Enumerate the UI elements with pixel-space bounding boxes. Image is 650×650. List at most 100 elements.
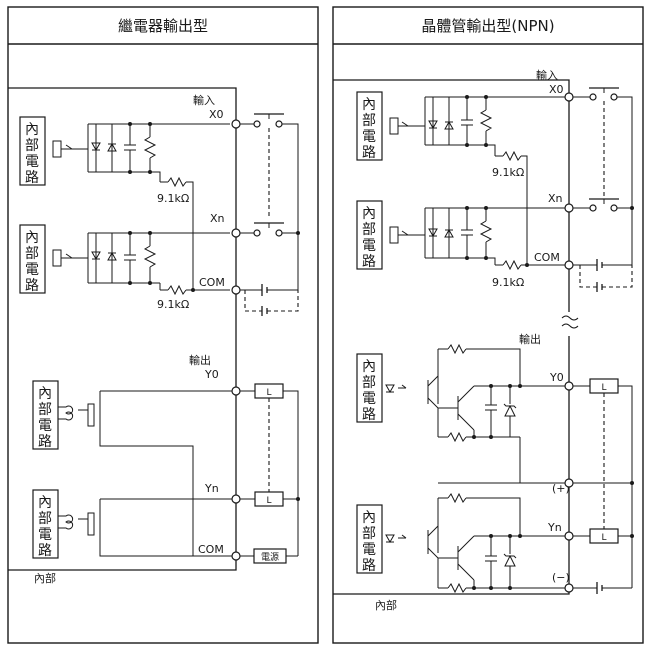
transistor-input-channel-xn: 內 部 電 路 9.1kΩ Xn COM xyxy=(356,192,565,289)
relay-terminal-x0[interactable] xyxy=(231,119,241,129)
svg-text:路: 路 xyxy=(25,278,39,294)
relay-input-channel-x0: 內 部 電 路 9.1kΩ 輸入 X0 xyxy=(19,93,230,290)
relay-internal-boundary: 內部 xyxy=(8,87,237,585)
svg-text:電: 電 xyxy=(362,542,376,558)
transistor-output-circuit-box-1 xyxy=(356,353,383,423)
phototransistor-icon xyxy=(52,249,62,267)
relay-yn-label: Yn xyxy=(204,482,219,495)
relay-panel-frame xyxy=(7,6,319,644)
transistor-minus-label: (−) xyxy=(552,571,570,584)
svg-text:路: 路 xyxy=(362,407,376,423)
svg-text:部: 部 xyxy=(362,526,376,542)
svg-text:部: 部 xyxy=(362,113,376,129)
relay-terminal-com-in[interactable] xyxy=(231,285,241,295)
relay-internal-label: 內部 xyxy=(34,571,56,585)
relay-load-label-1: L xyxy=(266,388,271,398)
relay-com-in-label: COM xyxy=(199,276,225,289)
relay-output-section: 輸出 Y0 Yn COM 內 部 電 路 內 部 電 路 L xyxy=(32,353,300,564)
svg-text:內: 內 xyxy=(25,230,39,246)
svg-text:內: 內 xyxy=(38,495,52,511)
phototransistor-icon xyxy=(389,117,399,135)
transistor-output-header: 輸出 xyxy=(519,332,541,346)
svg-text:電: 電 xyxy=(38,418,52,434)
svg-text:路: 路 xyxy=(38,543,52,559)
relay-terminal-xn[interactable] xyxy=(231,228,241,238)
svg-text:內: 內 xyxy=(362,510,376,526)
transistor-panel-title: 晶體管輸出型(NPN) xyxy=(421,17,554,35)
transistor-panel: 晶體管輸出型(NPN) xyxy=(332,6,644,644)
resistor-icon xyxy=(143,245,157,268)
relay-input-circuit-box-2 xyxy=(19,224,46,294)
transistor-terminal-xn[interactable] xyxy=(564,203,574,213)
svg-text:路: 路 xyxy=(38,434,52,450)
switch-icon xyxy=(589,204,597,212)
transistor-terminal-minus[interactable] xyxy=(564,583,574,593)
resistor-icon xyxy=(143,136,157,159)
svg-text:電: 電 xyxy=(38,527,52,543)
led-icon xyxy=(385,534,395,544)
transistor-xn-label: Xn xyxy=(548,192,563,205)
transistor-com-in-label: COM xyxy=(534,251,560,264)
svg-text:部: 部 xyxy=(25,246,39,262)
relay-resistor-label-2: 9.1kΩ xyxy=(157,298,189,311)
phototransistor-icon xyxy=(389,226,399,244)
transistor-terminal-yn[interactable] xyxy=(564,531,574,541)
relay-contact-icon xyxy=(87,403,95,427)
svg-text:部: 部 xyxy=(38,511,52,527)
relay-terminal-yn[interactable] xyxy=(231,494,241,504)
relay-output-circuit-box-1 xyxy=(32,380,59,450)
resistor-icon xyxy=(447,343,467,355)
relay-input-circuit-label-1: 內 xyxy=(25,122,39,138)
relay-contact-icon xyxy=(87,512,95,536)
svg-text:電: 電 xyxy=(362,391,376,407)
transistor-internal-label: 內部 xyxy=(375,598,397,612)
relay-com-out-label: COM xyxy=(198,543,224,556)
relay-load-label-2: L xyxy=(266,496,271,506)
svg-text:電: 電 xyxy=(25,262,39,278)
relay-y0-label: Y0 xyxy=(204,368,219,381)
transistor-input-header: 輸入 xyxy=(536,68,558,82)
svg-text:路: 路 xyxy=(362,558,376,574)
relay-terminal-com-out[interactable] xyxy=(231,551,241,561)
break-symbol-icon xyxy=(561,315,579,321)
resistor-icon xyxy=(447,431,467,443)
zener-icon xyxy=(504,554,516,567)
transistor-load-label-1: L xyxy=(601,383,606,393)
svg-text:路: 路 xyxy=(362,145,376,161)
relay-input-circuit-box-1 xyxy=(19,116,46,186)
svg-text:部: 部 xyxy=(362,375,376,391)
transistor-resistor-label-1: 9.1kΩ xyxy=(492,166,524,179)
svg-text:內: 內 xyxy=(362,206,376,222)
transistor-terminal-com-in[interactable] xyxy=(564,260,574,270)
transistor-boundary-bottom xyxy=(333,336,570,595)
relay-input-terminals xyxy=(231,113,300,316)
transistor-internal-boundary: 內部 xyxy=(333,79,579,612)
relay-input-channel-xn: 內 部 電 路 9.1kΩ Xn COM xyxy=(19,212,230,311)
transistor-input-channel-x0: 內 部 電 路 9.1kΩ 輸入 X0 xyxy=(356,68,565,265)
relay-coil-icon xyxy=(58,405,74,421)
transistor-input-terminals xyxy=(564,87,634,292)
transistor-terminal-y0[interactable] xyxy=(564,381,574,391)
relay-terminal-y0[interactable] xyxy=(231,386,241,396)
relay-input-header: 輸入 xyxy=(193,93,215,107)
relay-output-header: 輸出 xyxy=(189,353,211,367)
relay-panel: 繼電器輸出型 xyxy=(7,6,319,644)
resistor-icon xyxy=(447,492,467,504)
svg-text:電: 電 xyxy=(362,129,376,145)
relay-panel-title: 繼電器輸出型 xyxy=(118,17,208,35)
transistor-terminal-x0[interactable] xyxy=(564,92,574,102)
zener-icon xyxy=(504,404,516,417)
relay-x0-label: X0 xyxy=(209,108,224,121)
relay-xn-label: Xn xyxy=(210,212,225,225)
led-icon xyxy=(385,384,395,394)
relay-output-circuit-box-2 xyxy=(32,489,59,559)
switch-icon xyxy=(589,93,597,101)
resistor-icon xyxy=(447,582,467,594)
transistor-load-label-2: L xyxy=(601,533,606,543)
switch-icon xyxy=(253,120,261,128)
transistor-terminal-plus[interactable] xyxy=(564,478,574,488)
svg-text:內: 內 xyxy=(362,359,376,375)
relay-internal-boundary-line xyxy=(8,87,237,571)
svg-text:內: 內 xyxy=(362,97,376,113)
